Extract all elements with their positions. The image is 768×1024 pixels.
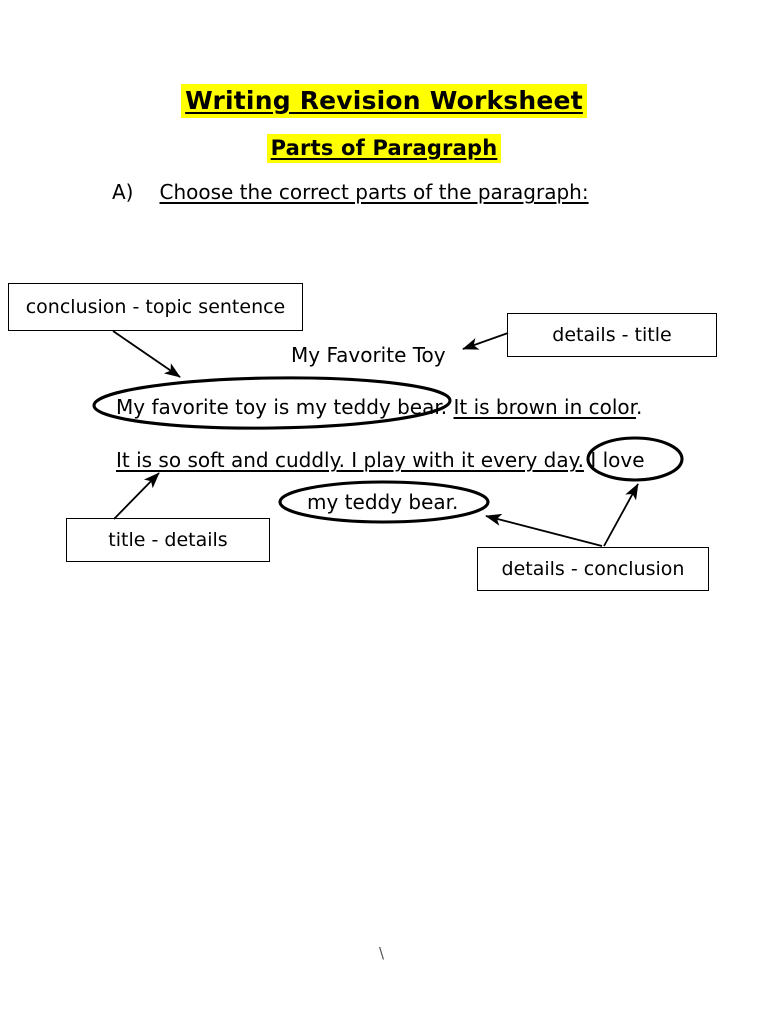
detail-sentence-1-text: It is brown in color bbox=[453, 395, 637, 419]
page-subtitle-text: Parts of Paragraph bbox=[266, 134, 502, 163]
conclusion-start-text: I love bbox=[590, 448, 645, 472]
page-title-text: Writing Revision Worksheet bbox=[181, 84, 587, 118]
arrow-conclusion-topic-to-sentence bbox=[112, 330, 181, 378]
arrow-title-details-to-line2 bbox=[113, 472, 160, 520]
instruction-marker: A) bbox=[112, 180, 134, 204]
instruction-text: Choose the correct parts of the paragrap… bbox=[159, 180, 589, 204]
choice-box-details-title[interactable]: details - title bbox=[507, 313, 717, 357]
arrow-details-conclusion-to-i-love bbox=[603, 483, 639, 547]
choice-box-label: details - conclusion bbox=[501, 558, 685, 580]
choice-box-conclusion-topic-sentence[interactable]: conclusion - topic sentence bbox=[8, 283, 303, 331]
arrow-details-title-to-title bbox=[462, 332, 509, 350]
page-title: Writing Revision Worksheet bbox=[0, 84, 768, 118]
choice-box-label: conclusion - topic sentence bbox=[25, 296, 286, 318]
instruction-line: A) Choose the correct parts of the paragr… bbox=[112, 180, 589, 204]
detail-sentences-text: It is so soft and cuddly. I play with it… bbox=[116, 448, 584, 472]
conclusion-end-text: my teddy bear. bbox=[307, 490, 459, 514]
paragraph-title: My Favorite Toy bbox=[291, 343, 446, 367]
choice-box-title-details[interactable]: title - details bbox=[66, 518, 270, 562]
paragraph-line-1: My favorite toy is my teddy bear. It is … bbox=[116, 395, 642, 419]
paragraph-line-2: It is so soft and cuddly. I play with it… bbox=[116, 448, 645, 472]
stray-pencil-mark: \ bbox=[379, 944, 385, 962]
paragraph-line-3: my teddy bear. bbox=[307, 490, 458, 514]
arrow-details-conclusion-to-teddy bbox=[485, 513, 603, 547]
topic-sentence-text: My favorite toy is my teddy bear. bbox=[116, 395, 448, 419]
page-subtitle: Parts of Paragraph bbox=[0, 134, 768, 163]
paragraph-title-text: My Favorite Toy bbox=[291, 343, 446, 367]
choice-box-label: title - details bbox=[108, 529, 228, 551]
detail-sentence-1-period: . bbox=[636, 395, 643, 419]
choice-box-label: details - title bbox=[552, 324, 672, 346]
choice-box-details-conclusion[interactable]: details - conclusion bbox=[477, 547, 709, 591]
